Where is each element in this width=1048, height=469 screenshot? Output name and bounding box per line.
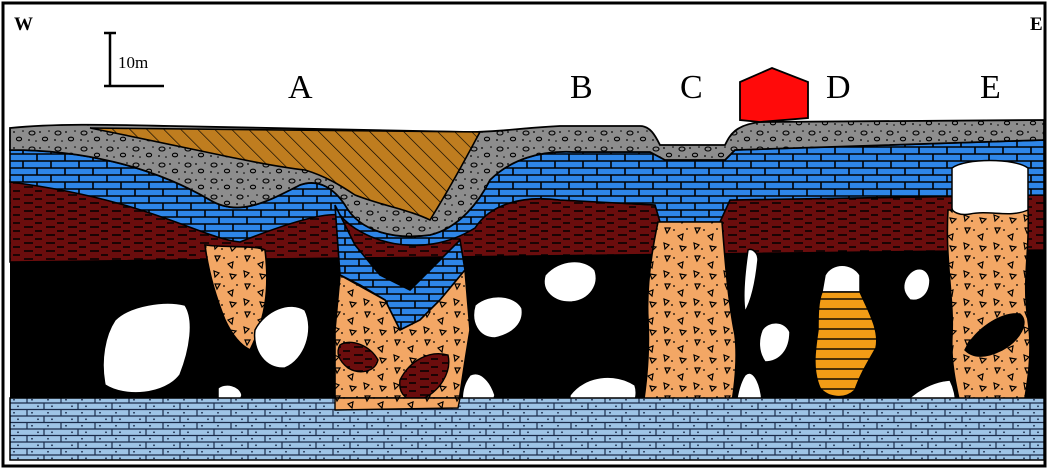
- site-label-d: D: [826, 69, 851, 106]
- west-label: W: [14, 14, 33, 35]
- breccia-pipe-c: [640, 222, 736, 425]
- breccia-pipe-a-right-base: [335, 398, 460, 410]
- scale-label: 10m: [118, 53, 148, 72]
- site-label-c: C: [680, 69, 703, 106]
- east-label: E: [1030, 14, 1043, 35]
- site-label-e: E: [980, 69, 1001, 106]
- basement-limestone: [10, 398, 1044, 460]
- site-label-a: A: [288, 69, 313, 106]
- site-label-b: B: [570, 69, 593, 106]
- cavity-13: [952, 161, 1028, 215]
